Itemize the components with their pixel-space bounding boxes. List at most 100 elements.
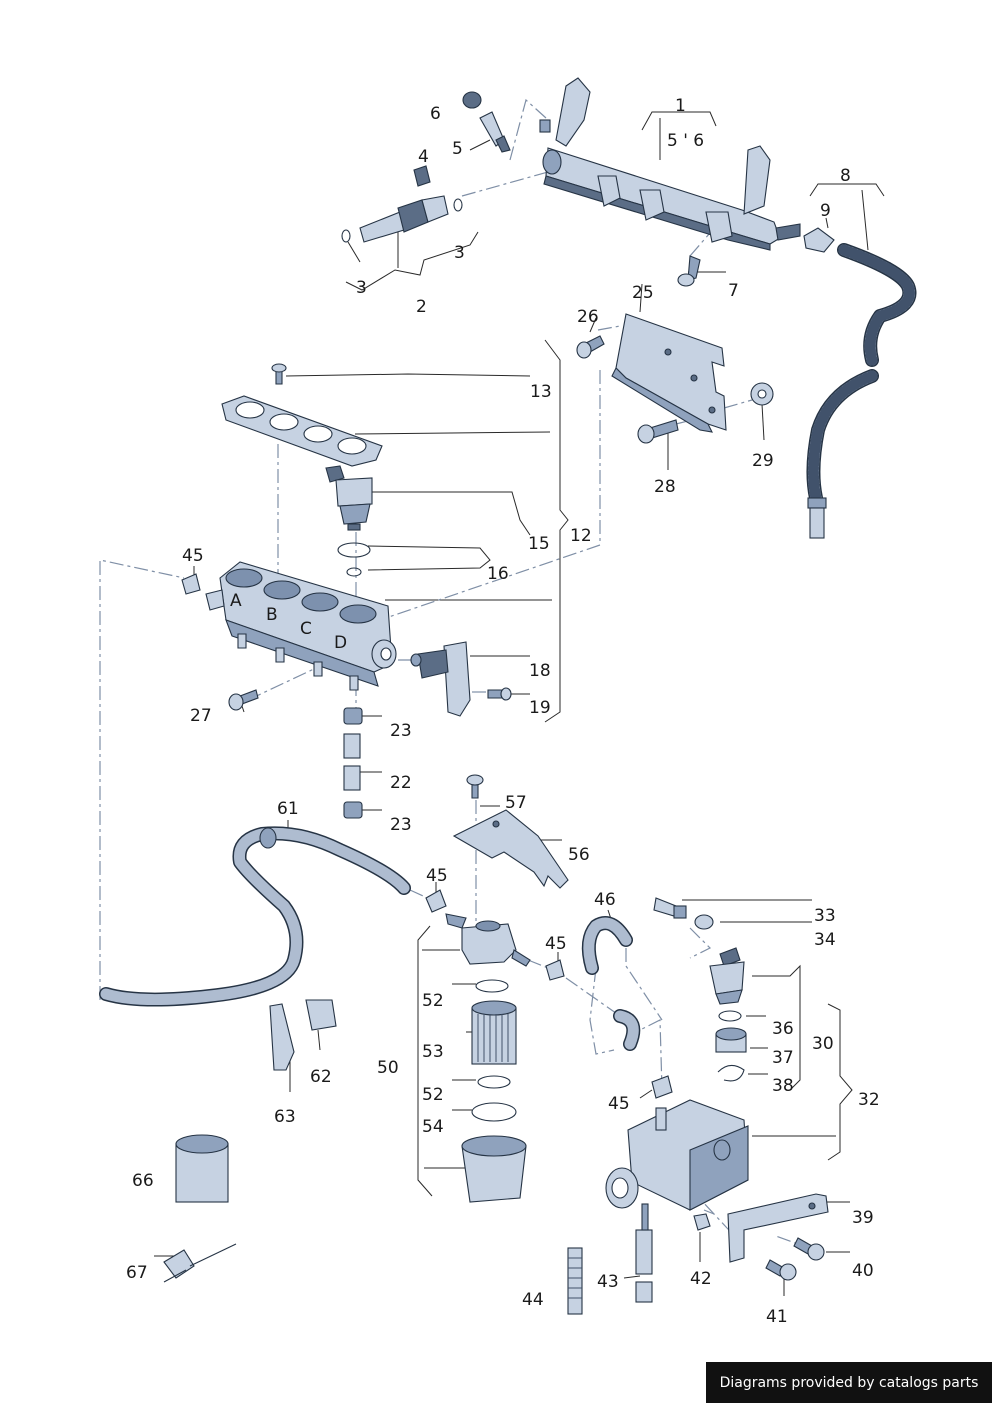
fuel-hose[interactable]: [806, 243, 917, 539]
mounting-bracket[interactable]: [611, 313, 727, 433]
hose-holder[interactable]: [305, 999, 337, 1031]
screw[interactable]: [271, 363, 287, 385]
holder-bracket[interactable]: [269, 1003, 295, 1071]
filter-seal[interactable]: [475, 979, 509, 993]
cylinder-letter: C: [300, 619, 312, 639]
circlip[interactable]: [717, 1064, 745, 1082]
callout-label: 41: [766, 1307, 788, 1327]
nut[interactable]: [693, 1213, 711, 1231]
sealing-washer[interactable]: [694, 914, 714, 930]
callout-label: 63: [274, 1107, 296, 1127]
callout-label: 19: [529, 698, 551, 718]
callout-label: 16: [487, 564, 509, 584]
callout-label: 45: [545, 934, 567, 954]
filter-bowl[interactable]: [461, 1135, 527, 1203]
bolt[interactable]: [576, 335, 605, 359]
filter-cartridge[interactable]: [471, 1000, 517, 1065]
nozzle[interactable]: [343, 733, 361, 791]
callout-label: 40: [852, 1261, 874, 1281]
callout-label: 13: [530, 382, 552, 402]
cap[interactable]: [462, 91, 482, 109]
fitting[interactable]: [479, 111, 511, 153]
callout-label: 6: [430, 104, 441, 124]
clip[interactable]: [413, 165, 431, 187]
gas-injector[interactable]: [325, 465, 373, 531]
union-fitting[interactable]: [653, 897, 687, 919]
filter-seal[interactable]: [477, 1075, 511, 1089]
bolt[interactable]: [765, 1259, 797, 1281]
callout-label: 46: [594, 890, 616, 910]
shut-off-valve[interactable]: [709, 947, 745, 1005]
hose-clamp[interactable]: [425, 889, 447, 913]
hose-clamp[interactable]: [545, 959, 565, 981]
callout-label: 32: [858, 1090, 880, 1110]
vacuum-hose[interactable]: [99, 826, 411, 1007]
o-ring[interactable]: [337, 542, 371, 577]
callout-label: 61: [277, 799, 299, 819]
hose-clamp[interactable]: [181, 573, 201, 595]
callout-label: 45: [182, 546, 204, 566]
callout-label: 67: [126, 1263, 148, 1283]
callout-label: 25: [632, 283, 654, 303]
bolt[interactable]: [793, 1237, 825, 1261]
nozzle-sleeve[interactable]: [343, 707, 363, 725]
callout-label: 52: [422, 1085, 444, 1105]
hose-clamp[interactable]: [803, 227, 835, 253]
callout-label: 28: [654, 477, 676, 497]
callout-label: 62: [310, 1067, 332, 1087]
callout-label: 18: [529, 661, 551, 681]
callout-label: 5 ' 6: [667, 131, 704, 151]
callout-label: 7: [728, 281, 739, 301]
cable-tie-clip[interactable]: [163, 1243, 237, 1283]
pipe[interactable]: [635, 1203, 653, 1303]
nozzle-sleeve[interactable]: [343, 801, 363, 819]
callout-label: 52: [422, 991, 444, 1011]
gasket-plate[interactable]: [221, 395, 383, 467]
callout-label: 8: [840, 166, 851, 186]
regulator-bracket[interactable]: [727, 1193, 829, 1263]
bolt[interactable]: [637, 419, 679, 444]
callout-label: 43: [597, 1272, 619, 1292]
callout-label: 44: [522, 1290, 544, 1310]
pressure-regulator[interactable]: [605, 1099, 749, 1211]
screw[interactable]: [466, 774, 484, 799]
leader-lines: [154, 97, 885, 1296]
gas-filter-head[interactable]: [445, 913, 531, 967]
callout-label: 29: [752, 451, 774, 471]
callout-label: 9: [820, 201, 831, 221]
cylinder-letter: D: [334, 633, 347, 653]
callout-label: 66: [132, 1171, 154, 1191]
bolt[interactable]: [228, 689, 259, 711]
knurled-nut[interactable]: [715, 1027, 747, 1053]
callout-label: 36: [772, 1019, 794, 1039]
pressure-sensor[interactable]: [410, 641, 471, 717]
callout-label: 27: [190, 706, 212, 726]
callout-label: 33: [814, 906, 836, 926]
callout-label: 2: [416, 297, 427, 317]
filter-bracket[interactable]: [452, 809, 569, 889]
pipe-insulation[interactable]: [567, 1247, 583, 1315]
credit-banner: Diagrams provided by catalogs parts: [706, 1362, 992, 1403]
callout-labels: 1 5 ' 6 2 3 3 4 5 6 7 8 9 13 12 15 16 18…: [126, 96, 880, 1327]
o-ring[interactable]: [471, 1102, 517, 1122]
callout-label: 34: [814, 930, 836, 950]
callout-label: 26: [577, 307, 599, 327]
fuel-rail[interactable]: [539, 77, 801, 251]
callout-label: 3: [356, 278, 367, 298]
callout-label: 53: [422, 1042, 444, 1062]
protective-sleeve[interactable]: [175, 1134, 229, 1203]
bolt[interactable]: [677, 255, 701, 287]
hose-clamp[interactable]: [651, 1075, 673, 1099]
callout-label: 3: [454, 243, 465, 263]
coolant-hose[interactable]: [581, 916, 641, 1051]
cylinder-letter: B: [266, 605, 278, 625]
injector-rail[interactable]: A B C D: [205, 561, 397, 691]
o-ring[interactable]: [718, 1010, 742, 1022]
callout-label: 56: [568, 845, 590, 865]
screw[interactable]: [487, 687, 512, 701]
callout-label: 1: [675, 96, 686, 116]
injector[interactable]: [341, 195, 463, 243]
washer[interactable]: [750, 382, 774, 406]
callout-label: 45: [426, 866, 448, 886]
